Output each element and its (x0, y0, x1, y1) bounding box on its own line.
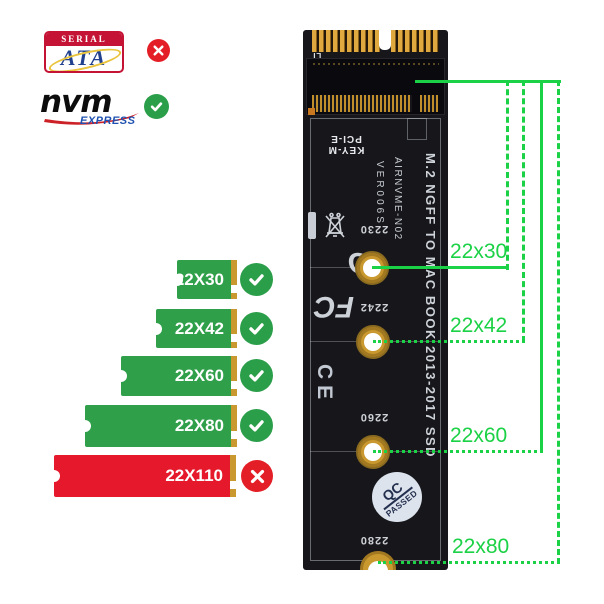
check-icon (240, 409, 273, 442)
bar-edge-gap (231, 431, 237, 440)
adapter-pcb: LT KEY-M PCI-E M.2 NGFF TO MAC BOOK 2013… (303, 30, 448, 570)
callout-line-2230 (372, 266, 509, 269)
nvme-logo-express-text: EXPRESS (80, 115, 136, 127)
bar-edge-connector (231, 405, 237, 447)
callout-line-vertical-2242 (522, 80, 525, 342)
nvme-logo-swoosh (44, 113, 139, 125)
callout-line-2242 (373, 340, 525, 343)
ssd-size-bar-22110: 22X110 (48, 455, 236, 497)
callout-line-vertical-2260 (540, 80, 543, 452)
bar-edge-connector (231, 260, 237, 299)
callout-line-top (415, 80, 561, 83)
check-icon (240, 263, 273, 296)
nvme-logo-text: nvm (40, 84, 113, 120)
ssd-size-bar-2280: 22X80 (79, 405, 237, 447)
bar-edge-connector (231, 356, 237, 396)
size-mark-2280: 2280 (359, 534, 389, 546)
edge-connector-notch (379, 30, 391, 50)
bar-label: 22X30 (174, 269, 224, 289)
bar-notch (115, 370, 127, 382)
size-callout-label-2280: 22x80 (452, 535, 510, 558)
bar-label: 22X110 (165, 466, 223, 485)
bar-edge-connector (230, 455, 236, 497)
ssd-size-bar-2242: 22X42 (150, 309, 237, 348)
weee-bar (308, 212, 316, 239)
check-icon (240, 312, 273, 345)
bar-edge-gap (231, 333, 237, 342)
callout-line-2260 (373, 450, 543, 453)
silkscreen-rect (407, 118, 427, 140)
bar-label: 22X42 (174, 318, 224, 338)
bar-label: 22X80 (174, 416, 224, 435)
bar-notch (48, 470, 60, 482)
socket-pins-key (420, 95, 438, 112)
qc-sticker: QC PASSED (372, 472, 422, 522)
cross-icon (241, 460, 273, 492)
pcb-title-text: M.2 NGFF TO MAC BOOK 2013-2017 SSD (423, 153, 438, 459)
mounting-notch-cutout (368, 561, 388, 570)
size-mark-2242: 2242 (359, 301, 389, 313)
size-mark-2260: 2260 (359, 411, 389, 423)
m2-socket (306, 58, 445, 115)
bar-edge-gap (231, 381, 237, 390)
size-mark-2230: 2230 (359, 223, 389, 235)
bar-edge-gap (231, 284, 237, 293)
callout-line-vertical-2280 (557, 80, 560, 564)
size-callout-label-2260: 22x60 (450, 424, 508, 447)
check-icon (240, 359, 273, 392)
solder-pad (308, 108, 315, 115)
ssd-size-bar-2230: 22X30 (171, 260, 237, 299)
bar-edge-connector (231, 309, 237, 348)
sata-logo: SERIAL ATA (44, 31, 124, 73)
fcc-logo: FCC (314, 246, 369, 323)
nvme-logo: nvm EXPRESS (40, 84, 150, 132)
cross-icon (147, 39, 170, 62)
socket-pads (313, 63, 439, 65)
pcb-model-text: AIRNVME-N02 (392, 157, 403, 241)
ce-logo: CE (313, 364, 336, 406)
bar-notch (79, 420, 91, 432)
callout-line-2280 (378, 561, 560, 564)
ssd-size-bar-2260: 22X60 (115, 356, 237, 396)
edge-connector-fingers-right (391, 30, 439, 52)
sata-logo-serial-text: SERIAL (46, 33, 122, 46)
mounting-hole-2230 (355, 251, 389, 285)
check-icon (144, 94, 169, 119)
edge-connector-fingers-left (312, 30, 380, 52)
bar-notch (171, 273, 183, 286)
size-callout-label-2230: 22x30 (450, 240, 508, 263)
sata-logo-ata-text: ATA (46, 43, 122, 71)
bar-label: 22X60 (174, 366, 224, 385)
weee-icon (325, 212, 345, 238)
qc-sticker-text: QC PASSED (374, 475, 419, 519)
size-callout-label-2242: 22x42 (450, 314, 508, 337)
bar-notch (150, 322, 162, 335)
socket-pins (312, 95, 412, 112)
bar-edge-gap (230, 481, 236, 490)
pcb-version-text: VER006S (374, 161, 385, 226)
callout-line-vertical-2230 (506, 80, 509, 270)
